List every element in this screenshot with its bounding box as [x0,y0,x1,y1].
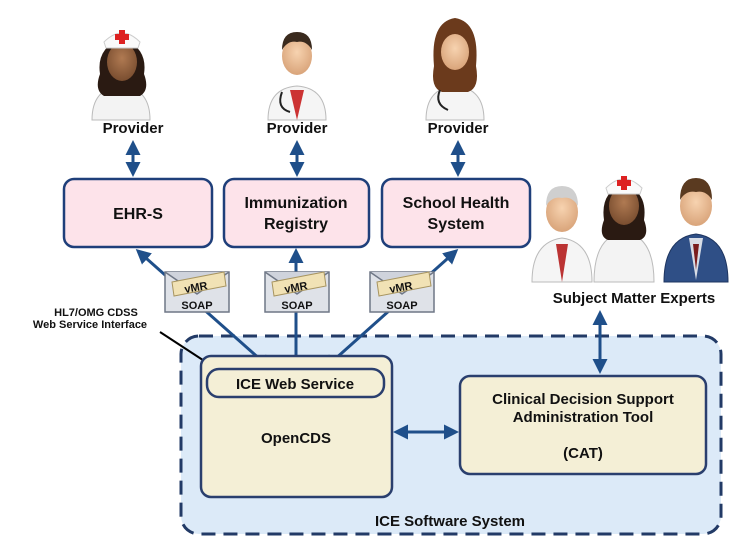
subject-matter-experts-label: Subject Matter Experts [553,290,716,307]
envelope-2-bottom: SOAP [281,300,312,312]
subject-matter-experts-avatars [531,176,729,283]
provider-female-doctor-avatar [425,18,485,121]
ice-web-service-box [205,367,386,399]
provider-label-3: Provider [428,120,489,137]
interface-note-line1: HL7/OMG CDSS [54,307,138,319]
school-health-line1: School Health [403,195,510,212]
interface-note-line2: Web Service Interface [33,319,147,331]
ehr-s-label: EHR-S [113,206,163,223]
immunization-registry-line1: Immunization [244,195,347,212]
envelope-3-top: vMR [389,280,414,296]
ehr-s-box [62,177,214,249]
provider-doctor-avatar [267,32,327,121]
provider-label-1: Provider [103,120,164,137]
envelope-3: vMR SOAP [369,271,435,313]
school-health-line2: System [428,216,485,233]
cat-line1: Clinical Decision Support [492,391,674,408]
opencds-label: OpenCDS [261,430,331,447]
cat-box [458,374,708,476]
cat-line3: (CAT) [563,445,603,462]
envelope-3-bottom: SOAP [386,300,417,312]
provider-nurse-avatar [91,30,151,121]
ice-software-system-label: ICE Software System [375,513,525,530]
school-health-system-box [380,177,532,249]
envelope-1-top: vMR [184,280,209,296]
cat-line2: Administration Tool [513,409,654,426]
immunization-registry-box [222,177,371,249]
immunization-registry-line2: Registry [264,216,328,233]
provider-label-2: Provider [267,120,328,137]
envelope-1: vMR SOAP [164,271,230,313]
envelope-1-bottom: SOAP [181,300,212,312]
ice-web-service-label: ICE Web Service [236,376,354,393]
envelope-2: vMR SOAP [264,271,330,313]
envelope-2-top: vMR [284,280,309,296]
